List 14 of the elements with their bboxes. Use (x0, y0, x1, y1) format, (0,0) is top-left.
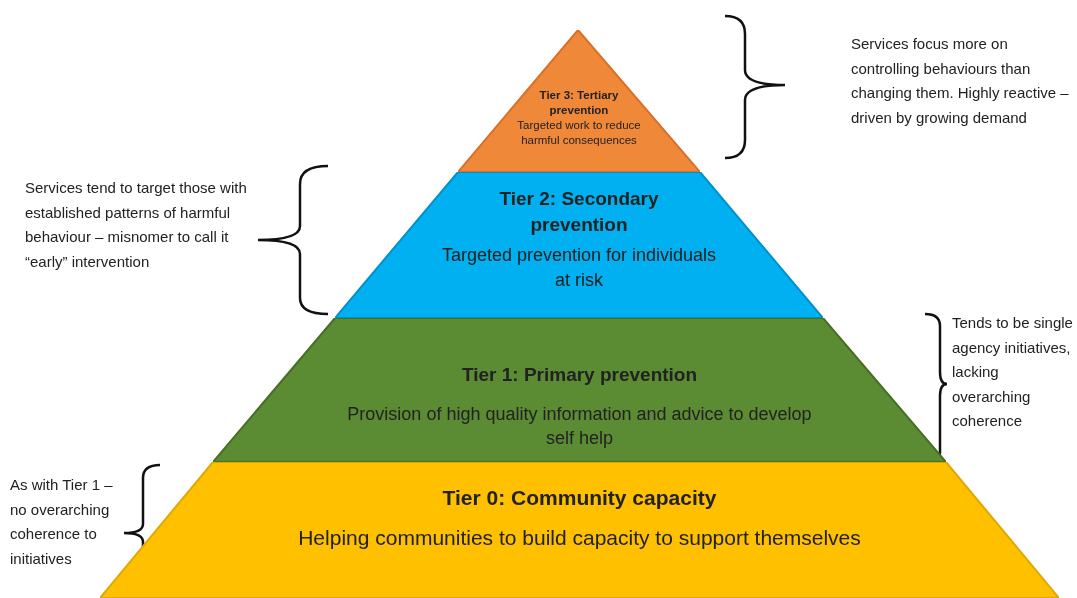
tier-heading: Tier 2: Secondary prevention (498, 187, 660, 237)
tier-description: Targeted work to reduce harmful consequences (516, 117, 642, 148)
tier-description: Provision of high quality information and advice to develop self help (346, 402, 813, 450)
annotation-text: As with Tier 1 – no overarching coherence to initiatives (10, 475, 114, 569)
annotation-text: Services tend to target those with established patterns of harmful behaviour – misnomer to call it “early” intervention (25, 178, 248, 272)
tier-heading: Tier 0: Community capacity (442, 485, 717, 511)
tier-heading: Tier 3: Tertiary prevention (539, 88, 619, 118)
annotation-text: Services focus more on controlling behaviours than changing them. Highly reactive – driven by growing demand (851, 34, 1070, 128)
tier-description: Targeted prevention for individuals at risk (440, 244, 718, 292)
pyramid-tier (335, 172, 823, 318)
pyramid-tier (213, 318, 946, 462)
tier-heading: Tier 1: Primary prevention (461, 363, 698, 387)
annotation-text: Tends to be single agency initiatives, lacking overarching coherence (952, 313, 1074, 431)
tier-description: Helping communities to build capacity to support themselves (298, 525, 861, 552)
